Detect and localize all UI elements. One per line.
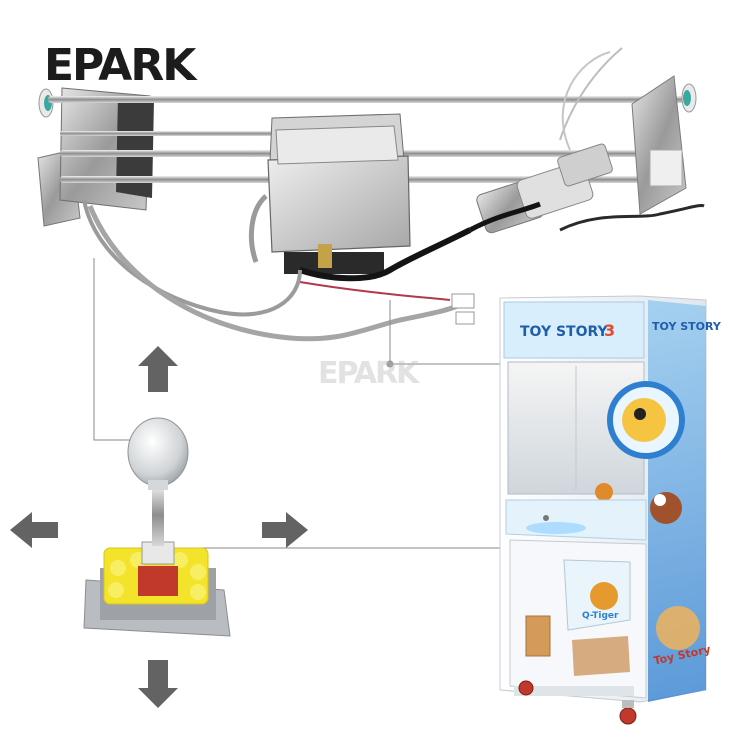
cabinet-top-sign: TOY STORY [520,324,609,340]
arrow-left-icon [10,512,58,548]
cartoon-caption: Q-Tiger [582,611,619,621]
crane-gantry [37,47,705,342]
arrow-up-icon [138,346,178,392]
wiring-harness [82,47,705,342]
wire-connectors [451,293,475,325]
arrow-down-icon [138,660,178,708]
joystick [83,417,231,637]
caster-wheel-left [518,680,534,696]
carriage-box [267,113,411,274]
cabinet-top-sign-number: 3 [604,321,615,340]
right-end-bracket [631,75,697,215]
cabinet-side-sign: TOY STORY [652,320,722,333]
brand-logo: EPARK [44,40,196,91]
claw-machine: TOY STORY 3 TOY STORY Q-Tiger Toy Story [499,295,722,725]
direction-arrows [10,346,308,708]
brand-watermark: EPARK [318,356,419,391]
arrow-right-icon [262,512,308,548]
caster-wheel-right [619,707,637,725]
